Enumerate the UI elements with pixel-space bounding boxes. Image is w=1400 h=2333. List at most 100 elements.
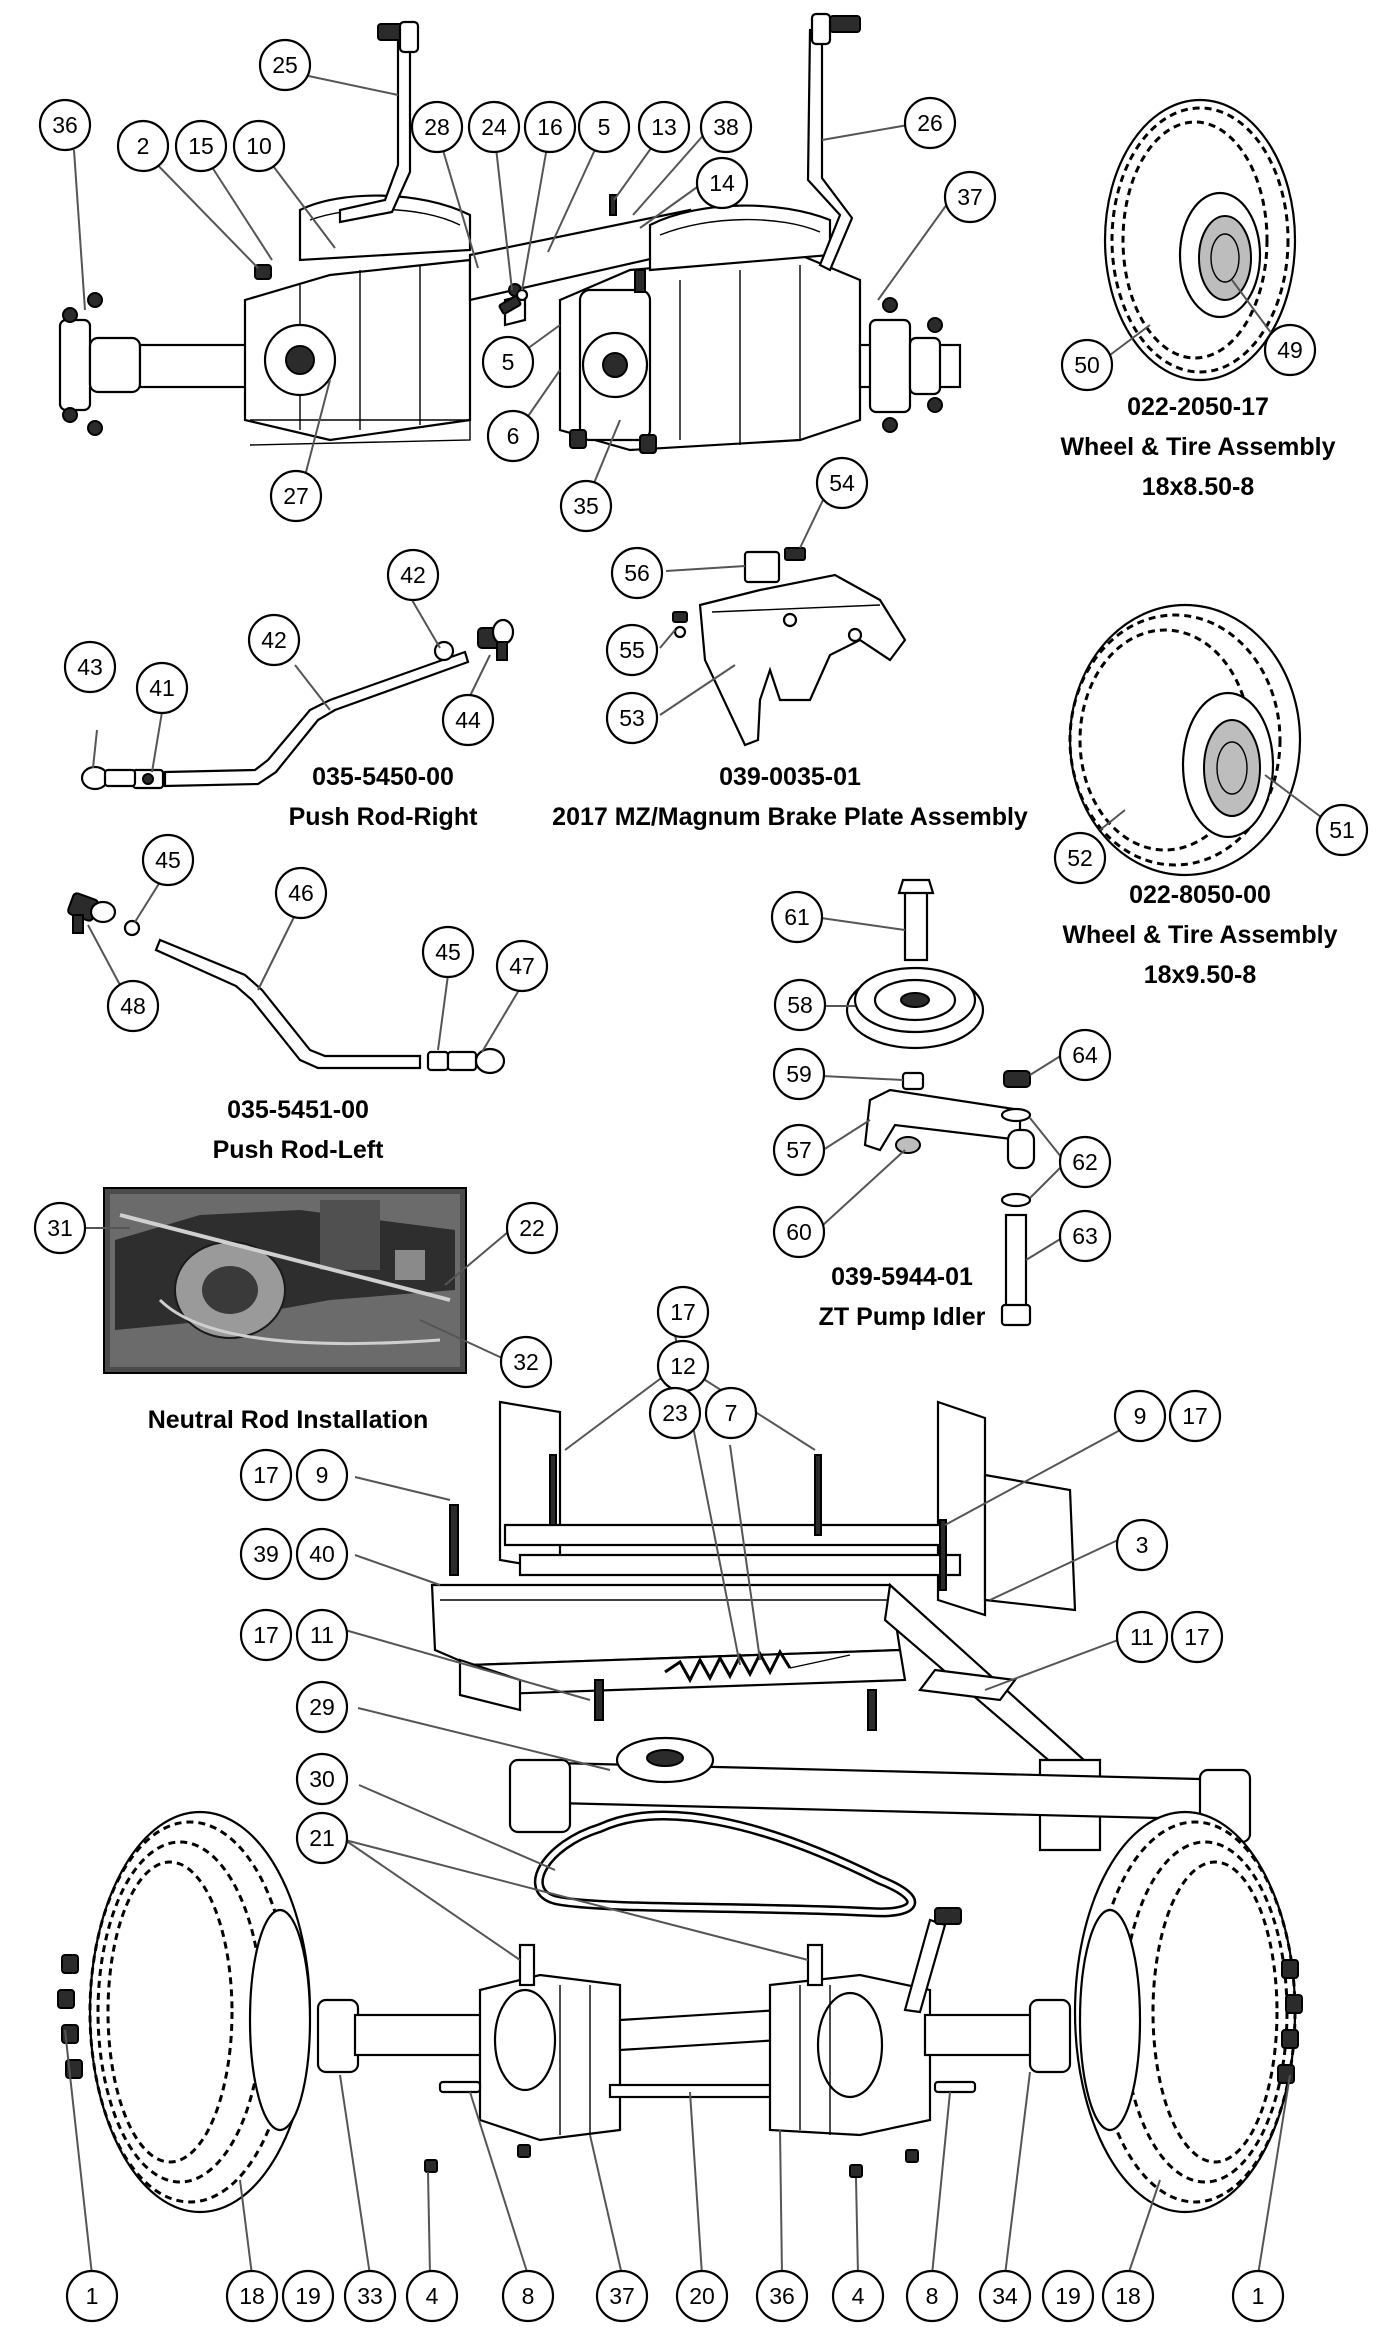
svg-text:3: 3 [1136,1532,1149,1558]
callout-41: 41 [135,661,189,715]
callout-14: 14 [695,156,749,210]
left-transmission-icon [243,194,472,446]
callout-24: 24 [467,100,521,154]
svg-text:36: 36 [52,112,78,138]
callout-17: 17 [239,1448,293,1502]
callout-12: 12 [656,1339,710,1393]
svg-text:62: 62 [1072,1149,1098,1175]
svg-text:17: 17 [253,1622,279,1648]
svg-text:11: 11 [1130,1624,1154,1650]
svg-text:56: 56 [624,560,650,586]
callout-28: 28 [410,100,464,154]
callout-18: 18 [1101,2269,1155,2323]
callout-22: 22 [505,1201,559,1255]
left-axle-hub-icon [58,292,252,436]
callout-1: 1 [1231,2269,1285,2323]
brake-plate-assembly-icon: 54 56 55 53 039-0035-01 2017 MZ/Magnum B… [552,456,1028,831]
brake-plate-part-number: 039-0035-01 [719,763,861,791]
callout-5: 5 [577,100,631,154]
callout-9: 9 [295,1448,349,1502]
callout-36: 36 [755,2269,809,2323]
svg-text:9: 9 [1134,1403,1147,1429]
callout-19: 19 [281,2269,335,2323]
callout-50: 50 [1060,338,1114,392]
svg-text:27: 27 [283,483,309,509]
svg-text:37: 37 [957,184,983,210]
push-rod-right-icon: 43 41 42 42 44 035-5450-00 Push Rod-Righ… [63,548,515,831]
callout-48: 48 [106,979,160,1033]
callout-6: 6 [486,409,540,463]
svg-text:53: 53 [619,705,645,731]
callout-59: 59 [772,1047,826,1101]
callout-7: 7 [704,1386,758,1440]
svg-text:54: 54 [829,470,855,496]
callout-8: 8 [501,2269,555,2323]
svg-text:8: 8 [522,2283,535,2309]
svg-text:39: 39 [253,1541,279,1567]
callout-42: 42 [386,548,440,602]
transaxle-hardware-icon [254,194,646,315]
callout-52: 52 [1053,831,1107,885]
svg-text:11: 11 [310,1622,334,1648]
svg-text:52: 52 [1067,845,1093,871]
bottom-callouts: 1 18 19 33 4 8 37 20 36 4 8 34 19 18 1 [65,2269,1285,2323]
svg-text:31: 31 [47,1215,73,1241]
svg-text:36: 36 [769,2283,795,2309]
svg-text:4: 4 [852,2283,865,2309]
callout-54: 54 [815,456,869,510]
callout-39: 39 [239,1527,293,1581]
svg-text:16: 16 [537,114,563,140]
callout-4: 4 [831,2269,885,2323]
callout-31: 31 [33,1201,87,1255]
svg-text:25: 25 [272,52,298,78]
callout-17: 17 [1170,1610,1224,1664]
callout-45: 45 [141,833,195,887]
svg-text:19: 19 [1055,2283,1081,2309]
pushrod-left-part-number: 035-5451-00 [227,1096,369,1124]
callout-16: 16 [523,100,577,154]
wheel-a-name: Wheel & Tire Assembly [1060,433,1335,461]
svg-text:2: 2 [137,133,150,159]
callout-61: 61 [770,890,824,944]
push-rod-left-icon: 45 46 48 45 47 035-5451-00 Push Rod-Left [67,833,549,1164]
callout-3: 3 [1115,1518,1169,1572]
callout-38: 38 [699,100,753,154]
svg-text:13: 13 [651,114,677,140]
callout-25: 25 [258,38,312,92]
svg-text:17: 17 [253,1462,279,1488]
svg-text:28: 28 [424,114,450,140]
callout-18: 18 [225,2269,279,2323]
callout-35: 35 [559,479,613,533]
svg-text:60: 60 [786,1219,812,1245]
wheel-b-size: 18x9.50-8 [1144,961,1257,989]
svg-text:4: 4 [426,2283,439,2309]
svg-text:29: 29 [309,1694,335,1720]
callout-10: 10 [232,119,286,173]
bottom-wheel-right-icon [1073,1810,1303,2214]
pushrod-right-part-number: 035-5450-00 [312,763,454,791]
callout-40: 40 [295,1527,349,1581]
transaxle-assembly-top: 36 25 2 15 10 28 24 16 5 13 38 14 26 37 … [38,12,997,533]
svg-text:32: 32 [513,1349,539,1375]
svg-text:26: 26 [917,110,943,136]
svg-text:46: 46 [288,880,314,906]
callout-5: 5 [481,335,535,389]
callout-27: 27 [269,469,323,523]
svg-text:35: 35 [573,493,599,519]
callout-17: 17 [239,1608,293,1662]
right-axle-hub-icon [858,297,962,433]
callout-36: 36 [38,98,92,152]
control-lever-right-icon [806,12,861,272]
brake-plate-name: 2017 MZ/Magnum Brake Plate Assembly [552,803,1028,831]
callout-21: 21 [295,1811,349,1865]
callout-17: 17 [1168,1389,1222,1443]
wheel-tire-18x950-icon: 52 51 022-8050-00 Wheel & Tire Assembly … [1053,603,1369,989]
svg-text:10: 10 [246,133,272,159]
callout-15: 15 [174,119,228,173]
svg-text:45: 45 [155,847,181,873]
svg-text:64: 64 [1072,1042,1098,1068]
callout-47: 47 [495,939,549,993]
svg-text:48: 48 [120,993,146,1019]
svg-text:51: 51 [1329,817,1355,843]
svg-text:59: 59 [786,1061,812,1087]
